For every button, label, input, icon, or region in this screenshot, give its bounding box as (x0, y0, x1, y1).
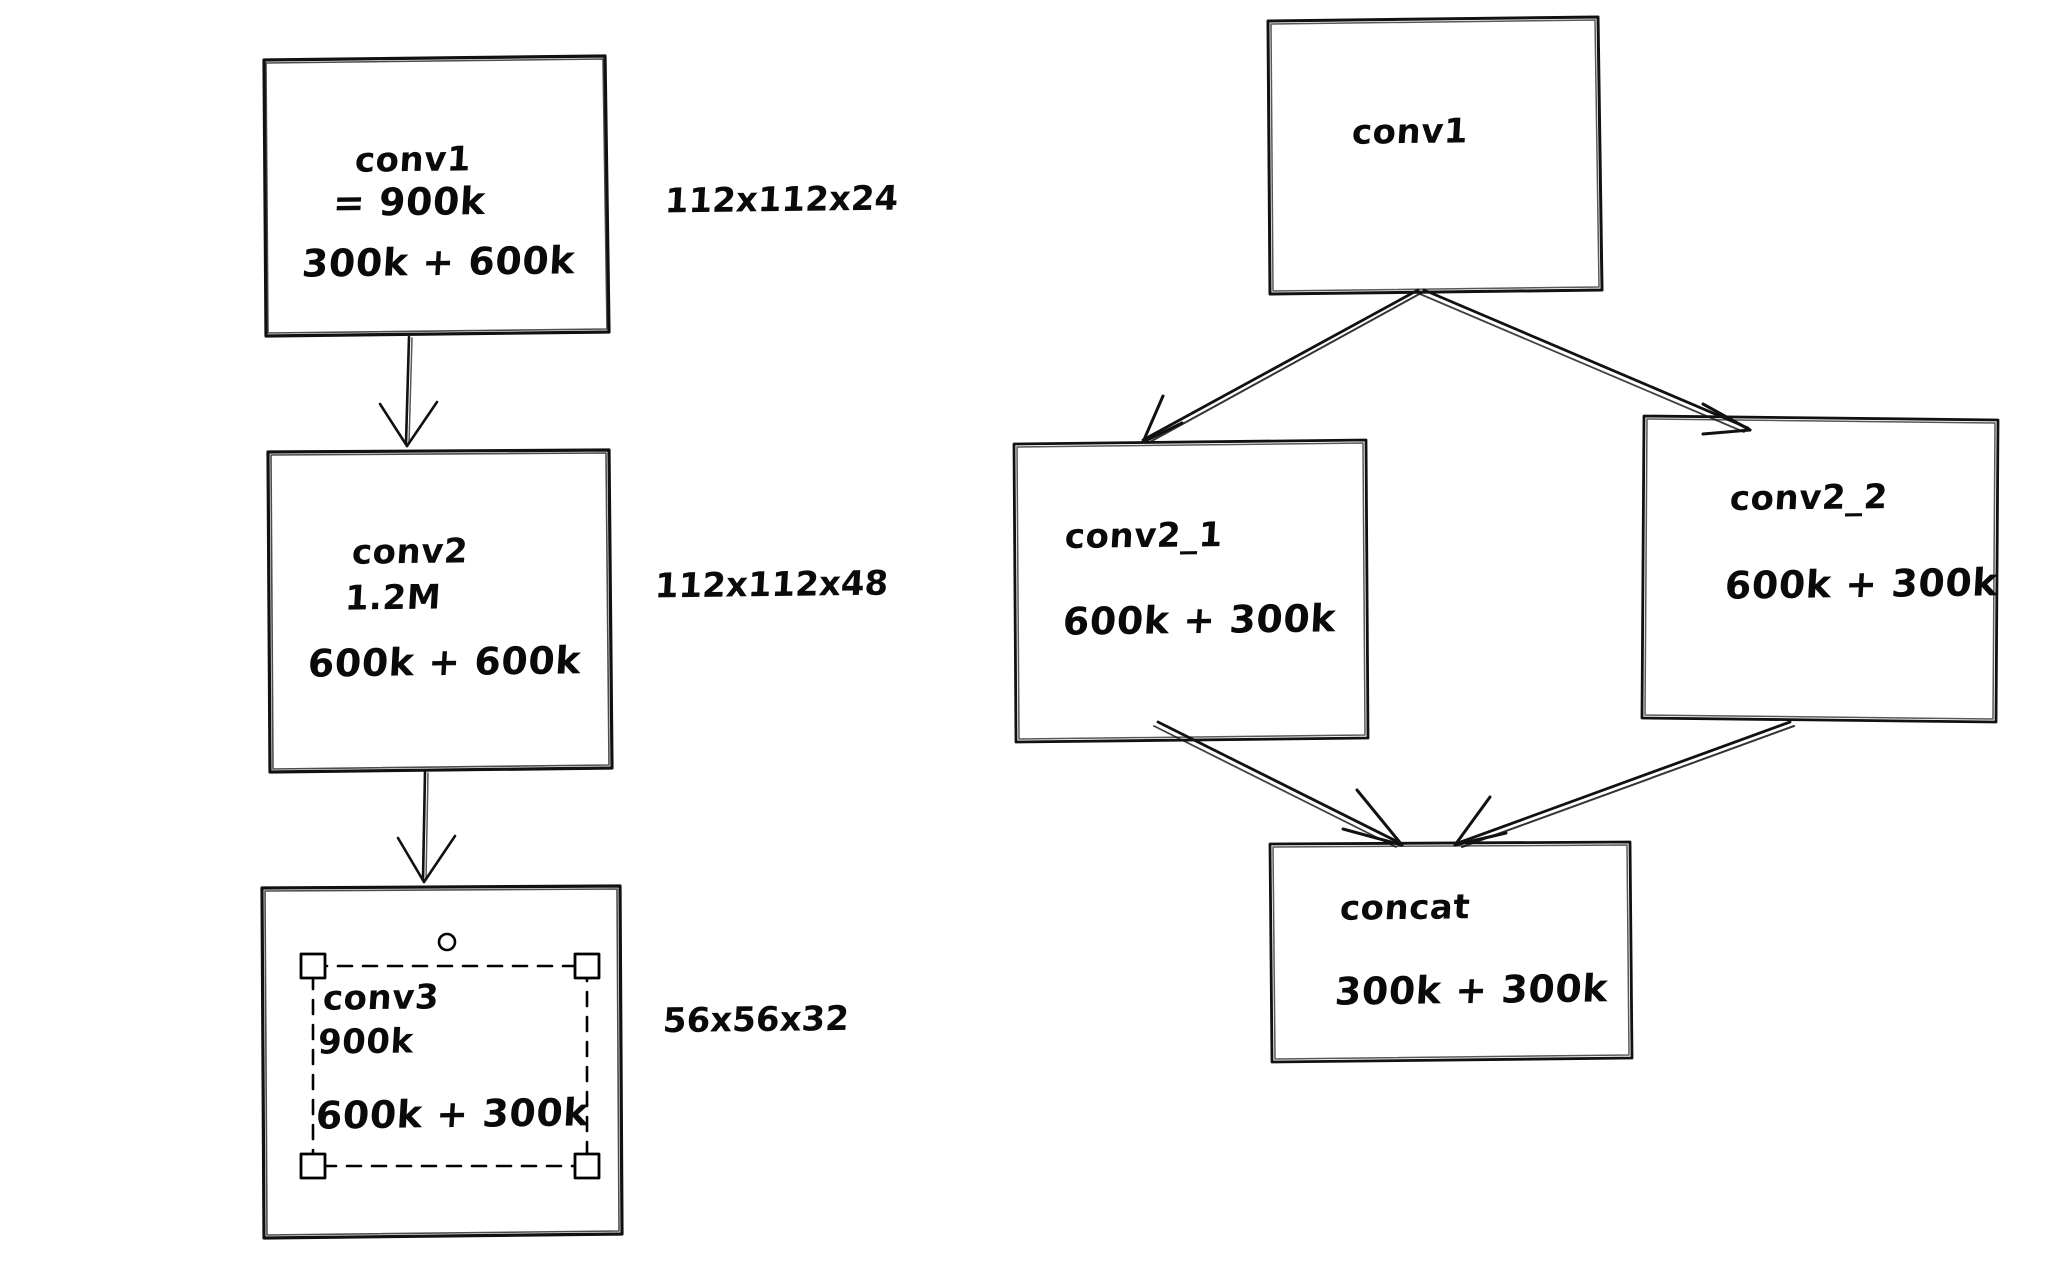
right-arrow-conv1-conv2_1 (1141, 288, 1424, 444)
left-conv3-total: 900k (316, 1021, 415, 1063)
left-conv1-breakdown: 300k + 600k (300, 238, 577, 286)
handle-top-right (573, 952, 601, 980)
rotate-handle-icon[interactable] (437, 932, 457, 952)
handle-bottom-left (299, 1152, 327, 1180)
left-conv1-title: conv1 (353, 139, 473, 181)
left-conv1-box[interactable] (262, 54, 611, 338)
left-conv3-breakdown: 600k + 300k (314, 1090, 591, 1138)
left-conv2-title: conv2 (350, 531, 470, 573)
left-conv3-box[interactable] (260, 884, 624, 1240)
right-conv2_2-title: conv2_2 (1728, 477, 1889, 519)
left-conv1-dimension-label: 112x112x24 (663, 178, 900, 222)
handle-top-left (299, 952, 327, 980)
left-conv1-total: = 900k (331, 179, 488, 225)
left-arrow-conv2-conv3 (396, 770, 457, 884)
selection-outline (311, 964, 589, 1168)
left-conv2-box[interactable] (266, 448, 614, 774)
right-conv2_1-box[interactable] (1012, 438, 1370, 744)
left-conv2-dimension-label: 112x112x48 (653, 563, 890, 607)
right-concat-title: concat (1338, 887, 1472, 929)
right-arrow-conv1-conv2_2 (1419, 288, 1752, 436)
left-conv2-breakdown: 600k + 600k (306, 638, 583, 686)
right-conv2_1-title: conv2_1 (1063, 515, 1224, 557)
right-conv1-box[interactable] (1266, 15, 1604, 296)
selection-handles[interactable] (299, 952, 601, 1180)
left-conv3-dimension-label: 56x56x32 (661, 998, 851, 1042)
left-conv2-total: 1.2M (343, 577, 443, 619)
left-conv3-title: conv3 (321, 977, 441, 1019)
right-arrow-conv2_2-concat (1453, 720, 1795, 848)
left-arrow-conv1-conv2 (378, 335, 439, 448)
right-conv2_2-box[interactable] (1640, 414, 2000, 724)
right-concat-breakdown: 300k + 300k (1333, 966, 1610, 1014)
right-conv2_1-breakdown: 600k + 300k (1061, 596, 1338, 644)
handle-bottom-right (573, 1152, 601, 1180)
right-concat-box[interactable] (1268, 840, 1634, 1064)
right-conv2_2-breakdown: 600k + 300k (1723, 560, 2000, 608)
right-conv1-title: conv1 (1350, 111, 1470, 153)
